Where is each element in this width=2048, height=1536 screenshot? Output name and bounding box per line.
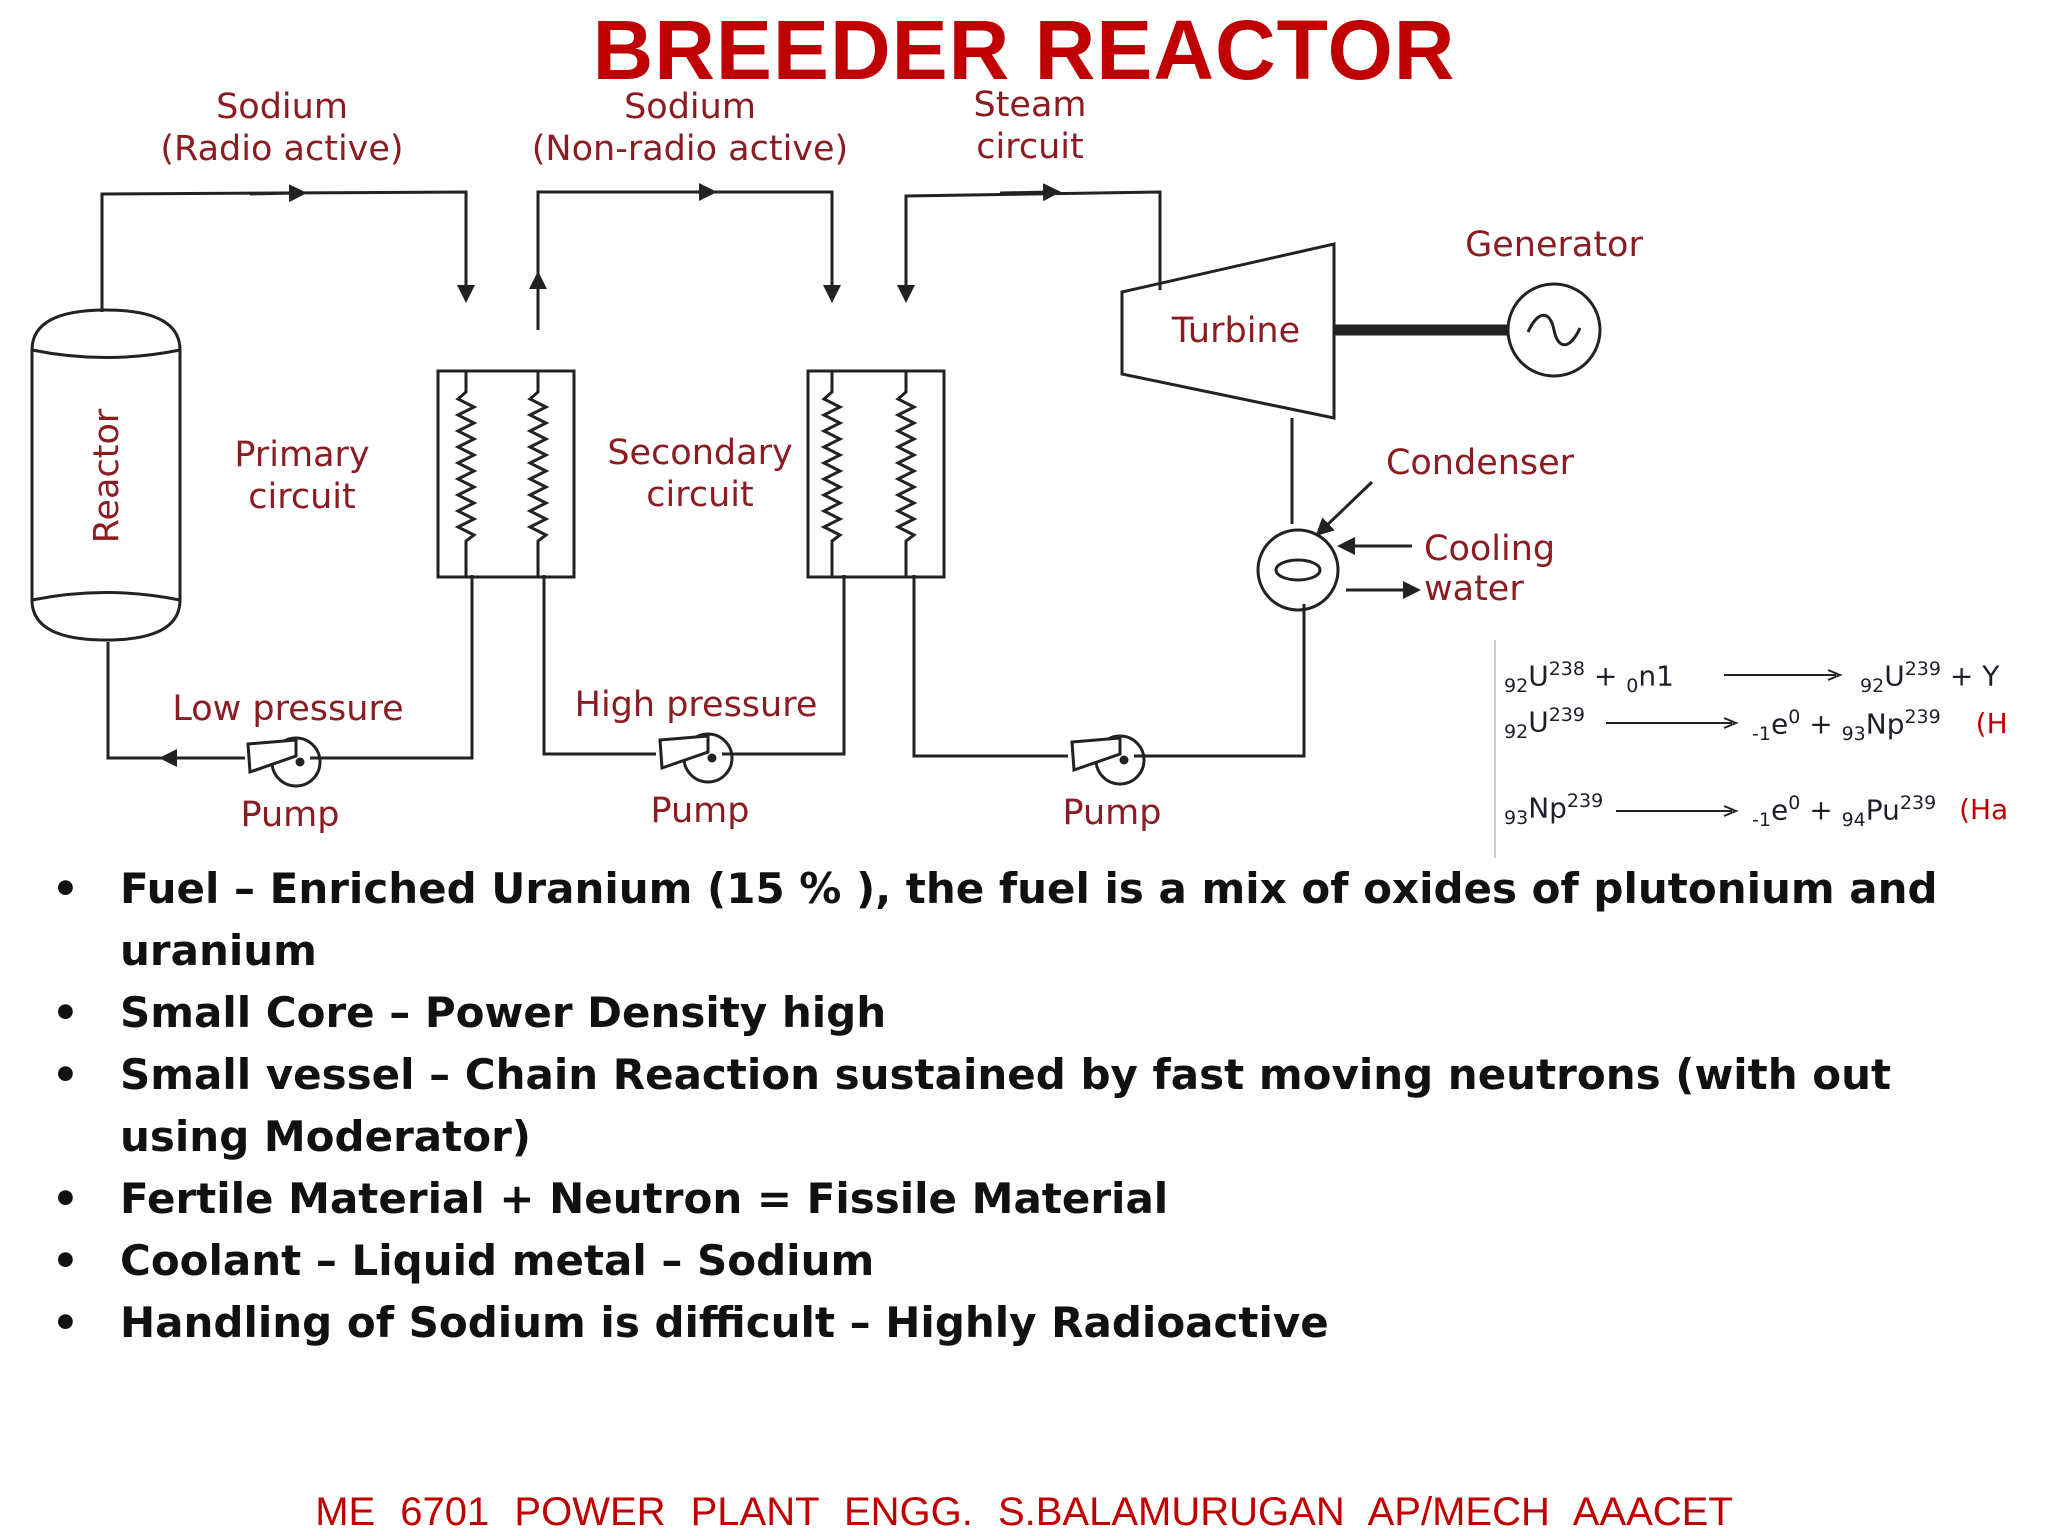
equations-panel: 92U238 + 0n1 92U239 + Y 92U239 -1e0 + 93… — [1494, 640, 2048, 858]
label-secondary-sub: circuit — [646, 475, 753, 515]
label-cooling-sub: water — [1424, 569, 1524, 609]
label-sodium-nonradioactive: Sodium — [624, 87, 756, 127]
equation-1-rhs: 92U239 + Y — [1860, 658, 2000, 697]
breeder-reactor-diagram: Sodium (Radio active) Sodium (Non-radio … — [30, 85, 1643, 835]
turbine — [1120, 242, 1336, 420]
label-generator: Generator — [1465, 225, 1643, 265]
heat-exchanger-2 — [806, 369, 946, 579]
bullet-item: Handling of Sodium is difficult – Highly… — [52, 1292, 2002, 1354]
pump-1-icon — [246, 736, 322, 788]
heat-exchanger-1 — [436, 369, 576, 579]
label-pump-2: Pump — [651, 791, 750, 831]
arrow-icon — [1724, 669, 1843, 681]
label-low-pressure: Low pressure — [172, 689, 403, 729]
slide-title: BREEDER REACTOR — [592, 3, 1456, 97]
equation-3: 93Np239 — [1504, 790, 1604, 829]
secondary-circuit-bottom — [542, 575, 656, 756]
arrow-icon — [1606, 717, 1739, 729]
bullet-item: Fuel – Enriched Uranium (15 % ), the fue… — [52, 858, 2002, 982]
label-turbine: Turbine — [1171, 311, 1300, 351]
arrow-icon — [1616, 805, 1739, 817]
equation-2: 92U239 — [1504, 704, 1585, 743]
label-steam-sub: circuit — [976, 127, 1083, 167]
generator — [1506, 282, 1602, 378]
primary-circuit-top — [100, 190, 468, 312]
secondary-circuit-top — [536, 190, 834, 310]
label-secondary: Secondary — [607, 433, 792, 473]
bullet-list: Fuel – Enriched Uranium (15 % ), the fue… — [52, 858, 2002, 1354]
bullet-item: Coolant – Liquid metal – Sodium — [52, 1230, 2002, 1292]
label-sodium-nonradioactive-sub: (Non-radio active) — [532, 129, 848, 169]
label-high-pressure: High pressure — [575, 685, 818, 725]
label-pump-1: Pump — [241, 795, 340, 835]
pump-2-icon — [658, 732, 734, 784]
label-condenser: Condenser — [1386, 443, 1575, 483]
equation-3-rhs: -1e0 + 94Pu239 (Ha — [1752, 792, 2009, 831]
bullet-item: Small Core – Power Density high — [52, 982, 2002, 1044]
label-sodium-radioactive-sub: (Radio active) — [160, 129, 403, 169]
label-pump-3: Pump — [1063, 793, 1162, 833]
label-steam: Steam — [973, 85, 1086, 125]
equation-2-rhs: -1e0 + 93Np239 (H — [1752, 706, 2008, 745]
bullet-item: Small vessel – Chain Reaction sustained … — [52, 1044, 2002, 1168]
pump-3-icon — [1070, 734, 1146, 786]
label-primary: Primary — [234, 435, 369, 475]
slide-footer: ME 6701 POWER PLANT ENGG. S.BALAMURUGAN … — [315, 1490, 1733, 1534]
label-primary-sub: circuit — [248, 477, 355, 517]
primary-circuit-bottom — [310, 575, 474, 760]
equation-1: 92U238 + 0n1 — [1504, 658, 1674, 697]
steam-circuit-bottom — [912, 575, 1068, 758]
label-cooling: Cooling — [1424, 529, 1555, 569]
label-reactor: Reactor — [87, 408, 127, 543]
bullet-item: Fertile Material + Neutron = Fissile Mat… — [52, 1168, 2002, 1230]
steam-circuit-top — [904, 190, 1162, 290]
condenser — [1256, 528, 1340, 612]
label-sodium-radioactive: Sodium — [216, 87, 348, 127]
